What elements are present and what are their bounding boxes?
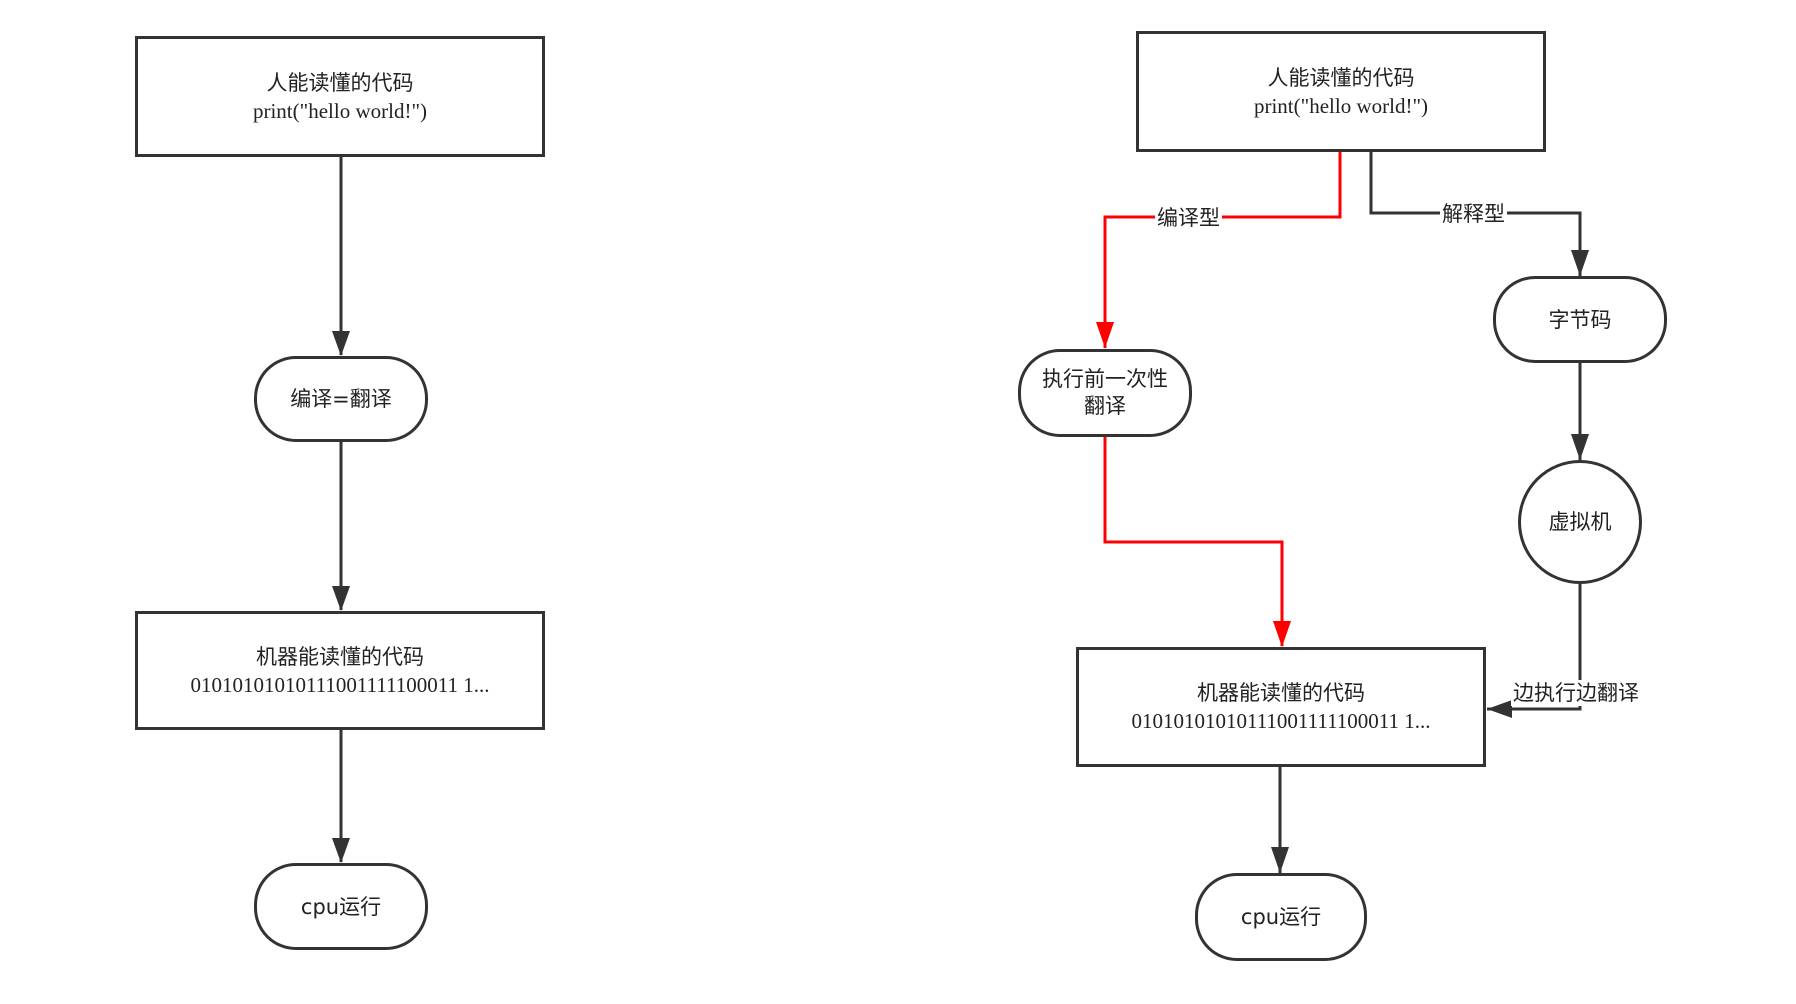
arrow-pretranslate-to-machine — [1103, 437, 1284, 646]
left-machine-code-box: 机器能读懂的代码 01010101010111001111100011 1... — [135, 611, 545, 730]
right-machine-title: 机器能读懂的代码 — [1197, 681, 1365, 705]
right-machine-code-box: 机器能读懂的代码 01010101010111001111100011 1... — [1076, 647, 1486, 767]
left-machine-binary: 01010101010111001111100011 1... — [190, 672, 490, 697]
right-cpu-node: cpu运行 — [1195, 873, 1367, 961]
right-machine-binary: 01010101010111001111100011 1... — [1131, 709, 1431, 733]
arrow-vm-to-machine — [1487, 584, 1582, 711]
left-cpu-label: cpu运行 — [300, 894, 382, 919]
run-translate-edge-label: 边执行边翻译 — [1511, 680, 1641, 706]
vm-node: 虚拟机 — [1518, 460, 1642, 584]
right-source-title: 人能读懂的代码 — [1267, 65, 1415, 90]
left-machine-title: 机器能读懂的代码 — [256, 644, 424, 669]
pretranslate-node: 执行前一次性 翻译 — [1018, 349, 1192, 437]
interpreted-edge-label: 解释型 — [1440, 201, 1507, 227]
left-compile-label: 编译=翻译 — [290, 387, 392, 411]
left-source-code: print("hello world!") — [252, 98, 428, 123]
bytecode-label: 字节码 — [1548, 307, 1612, 332]
right-source-code: print("hello world!") — [1253, 93, 1429, 118]
left-compile-node: 编译=翻译 — [254, 356, 428, 442]
right-source-code-box: 人能读懂的代码 print("hello world!") — [1136, 31, 1546, 152]
left-cpu-node: cpu运行 — [254, 863, 428, 950]
pretranslate-line1: 执行前一次性 — [1042, 367, 1168, 391]
vm-label: 虚拟机 — [1548, 510, 1612, 534]
arrow-source-to-pretranslate — [1103, 152, 1342, 348]
left-source-title: 人能读懂的代码 — [266, 70, 414, 95]
bytecode-node: 字节码 — [1493, 276, 1667, 363]
compiled-edge-label: 编译型 — [1155, 205, 1222, 231]
pretranslate-line2: 翻译 — [1084, 394, 1126, 418]
right-cpu-label: cpu运行 — [1240, 905, 1322, 929]
left-source-code-box: 人能读懂的代码 print("hello world!") — [135, 36, 545, 157]
